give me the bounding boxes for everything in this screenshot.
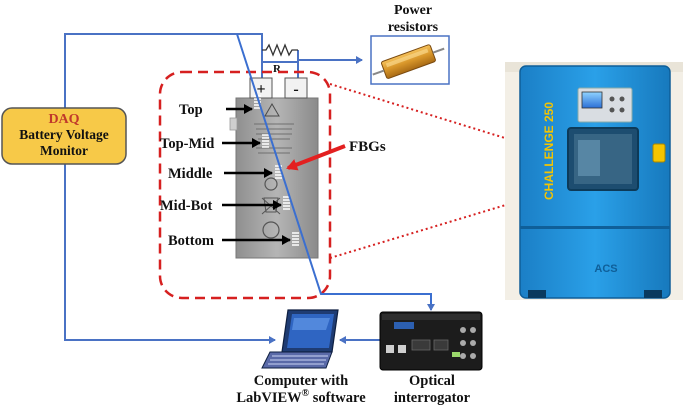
sensor-label-top: Top [179, 102, 203, 118]
computer-label-line1: Computer with [254, 373, 348, 389]
fbg-grating-marks [254, 95, 299, 246]
sensor-label-bottom: Bottom [168, 233, 214, 249]
daq-line1: Battery Voltage [19, 127, 109, 142]
chamber-screen [581, 91, 603, 109]
interrogator-label-line2: interrogator [394, 390, 471, 406]
positive-terminal: + [256, 81, 265, 98]
daq-title: DAQ [48, 112, 79, 127]
resistor-label: R [273, 63, 282, 75]
daq-box: DAQ Battery Voltage Monitor [1, 107, 127, 165]
optical-interrogator-device [379, 311, 483, 371]
interrogator-label-line1: Optical [409, 373, 455, 389]
resistor-loop-wire [261, 50, 299, 63]
power-resistors-label-line1: Power [394, 3, 432, 18]
power-resistors-label-line2: resistors [388, 20, 439, 35]
warning-triangle-icon [264, 103, 280, 117]
battery-label-lines [254, 123, 294, 154]
chamber-brand-text: ACS [594, 263, 617, 275]
climate-chamber-photo: CHALLENGE 250 ACS [505, 62, 683, 300]
chamber-door-handle [652, 143, 666, 163]
computer-label-line2: LabVIEW® software [236, 388, 366, 406]
ce-mark-icon [264, 177, 278, 191]
fbgs-label: FBGs [349, 139, 386, 155]
recycle-icon [262, 221, 280, 239]
computer-label-labview: LabVIEW [236, 390, 302, 406]
power-resistors-image [370, 35, 450, 85]
optical-fiber-line [236, 33, 435, 311]
laptop-computer-icon [261, 309, 339, 369]
sensor-label-mid-bot: Mid-Bot [160, 198, 213, 214]
resistor-symbol: R [262, 43, 298, 75]
voltage-sense-wires [64, 33, 380, 344]
chamber-model-text: CHALLENGE 250 [542, 102, 556, 200]
daq-line2: Monitor [40, 143, 88, 158]
sensor-label-top-mid: Top-Mid [160, 136, 214, 152]
daq-to-computer-wire [64, 163, 276, 344]
interrogator-logo-icon [394, 322, 414, 329]
sensor-label-middle: Middle [168, 166, 213, 182]
computer-label-software: software [309, 390, 366, 406]
negative-terminal: - [293, 81, 298, 98]
battery-zoom-dashed-box [158, 70, 332, 300]
fbg-pointer-arrow [286, 144, 346, 171]
computer-label-registered: ® [302, 388, 310, 399]
battery-cell: + - [229, 77, 319, 259]
